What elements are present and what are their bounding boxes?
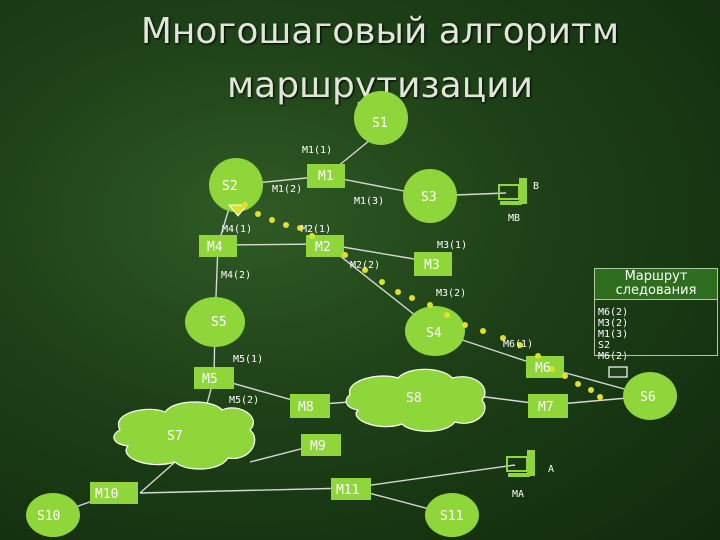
terminal-b [499, 178, 527, 205]
route-dot [575, 381, 581, 387]
route-item: S2 [598, 340, 717, 351]
label-m8: M8 [298, 400, 314, 415]
label-m6: M6 [535, 361, 551, 376]
label-m2-1: M2(1) [301, 224, 331, 235]
subnet-nodes [26, 91, 677, 537]
label-m2: M2 [315, 240, 331, 255]
route-dot [480, 328, 486, 334]
label-s6: S6 [640, 390, 656, 405]
label-b: B [533, 181, 539, 192]
cloud-s7 [114, 402, 255, 469]
route-dot [242, 202, 248, 208]
label-s8: S8 [406, 391, 422, 406]
label-m9: M9 [310, 439, 326, 454]
route-dot [395, 289, 401, 295]
terminal-a [507, 450, 535, 477]
route-item: M6(2) [598, 307, 717, 318]
route-dot [535, 353, 541, 359]
route-item: M6(2) [598, 351, 717, 362]
label-a: A [548, 464, 554, 475]
label-m3-1: M3(1) [437, 240, 467, 251]
label-s4: S4 [426, 326, 442, 341]
route-dot [379, 279, 385, 285]
route-dot [462, 322, 468, 328]
route-item: M1(3) [598, 329, 717, 340]
label-s10: S10 [37, 509, 60, 524]
label-m5-2: M5(2) [229, 395, 259, 406]
label-m3-2: M3(2) [436, 288, 466, 299]
route-dot [269, 217, 275, 223]
route-dot [283, 222, 289, 228]
route-legend-title: Маршрут следования [594, 268, 718, 300]
label-m5: M5 [202, 372, 218, 387]
label-m11: M11 [336, 483, 359, 498]
label-m6-1: M6(1) [503, 339, 533, 350]
route-dot [588, 387, 594, 393]
route-item: M3(2) [598, 318, 717, 329]
label-s1: S1 [372, 116, 388, 131]
link-m11-a [350, 465, 515, 488]
label-m7: M7 [538, 400, 554, 415]
label-s5: S5 [211, 315, 227, 330]
route-dot [409, 295, 415, 301]
label-s7: S7 [167, 429, 183, 444]
label-m3: M3 [424, 258, 440, 273]
label-s2: S2 [222, 179, 238, 194]
label-m1-2: M1(2) [272, 184, 302, 195]
label-m4-1: M4(1) [222, 224, 252, 235]
label-m4-2: M4(2) [221, 270, 251, 281]
terminal-s6 [609, 367, 627, 377]
route-dot [342, 252, 348, 258]
label-s11: S11 [440, 509, 463, 524]
label-m2-2: M2(2) [350, 260, 380, 271]
route-dot [597, 394, 603, 400]
label-m4: M4 [207, 240, 223, 255]
label-m1-3: M1(3) [354, 196, 384, 207]
label-m1: M1 [318, 169, 334, 184]
link-m10-m11 [140, 488, 350, 493]
route-dot [444, 312, 450, 318]
route-dot [255, 211, 261, 217]
label-m5-1: M5(1) [233, 354, 263, 365]
node-labels: S1 S2 S3 S5 S4 S6 S7 S8 S10 S11 M1 M4 M2… [37, 116, 656, 524]
route-dot [427, 302, 433, 308]
label-mb: MB [508, 213, 520, 224]
label-m1-1: M1(1) [302, 145, 332, 156]
label-ma: MA [512, 489, 524, 500]
label-s3: S3 [421, 190, 437, 205]
label-m10: M10 [95, 487, 118, 502]
route-dot [562, 373, 568, 379]
